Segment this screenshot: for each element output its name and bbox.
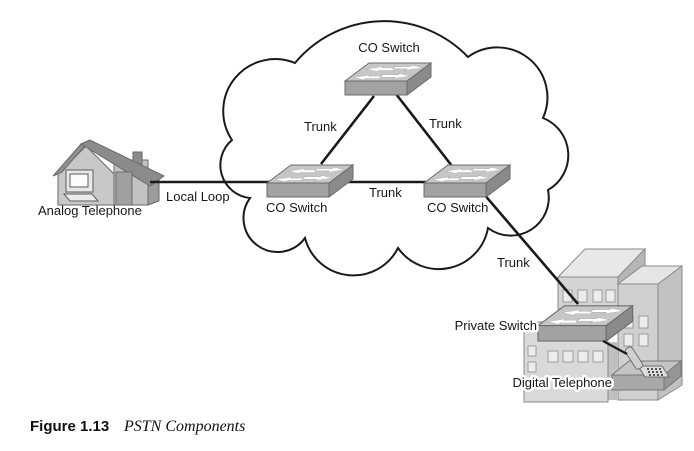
label-co-switch-left: CO Switch	[266, 200, 327, 215]
windows	[562, 289, 616, 303]
phone-connection-line	[602, 340, 628, 355]
label-digital-telephone: Digital Telephone	[513, 375, 613, 390]
telephone-icon	[624, 346, 670, 378]
office-building-icon	[523, 247, 684, 403]
pstn-cloud-icon	[219, 20, 570, 277]
label-trunk-top-left: Trunk	[304, 119, 337, 134]
label-local-loop: Local Loop	[166, 189, 230, 204]
monitor-icon	[62, 169, 100, 202]
label-trunk-private: Trunk	[497, 255, 530, 270]
trunk-line-top-right	[394, 93, 454, 167]
label-co-switch-right: CO Switch	[427, 200, 488, 215]
figure-caption-title: PSTN Components	[123, 418, 245, 435]
trunk-line-to-private-switch	[470, 178, 579, 305]
label-analog-telephone: Analog Telephone	[38, 203, 142, 218]
house-icon	[52, 139, 165, 206]
figure-caption-label: Figure 1.13	[30, 418, 109, 435]
trunk-line-top-left	[319, 95, 376, 165]
label-trunk-middle: Trunk	[369, 185, 402, 200]
label-co-switch-top: CO Switch	[358, 40, 419, 55]
door	[115, 171, 133, 206]
handset	[624, 346, 644, 370]
windows	[527, 345, 604, 373]
label-trunk-top-right: Trunk	[429, 116, 462, 131]
label-private-switch: Private Switch	[455, 318, 537, 333]
